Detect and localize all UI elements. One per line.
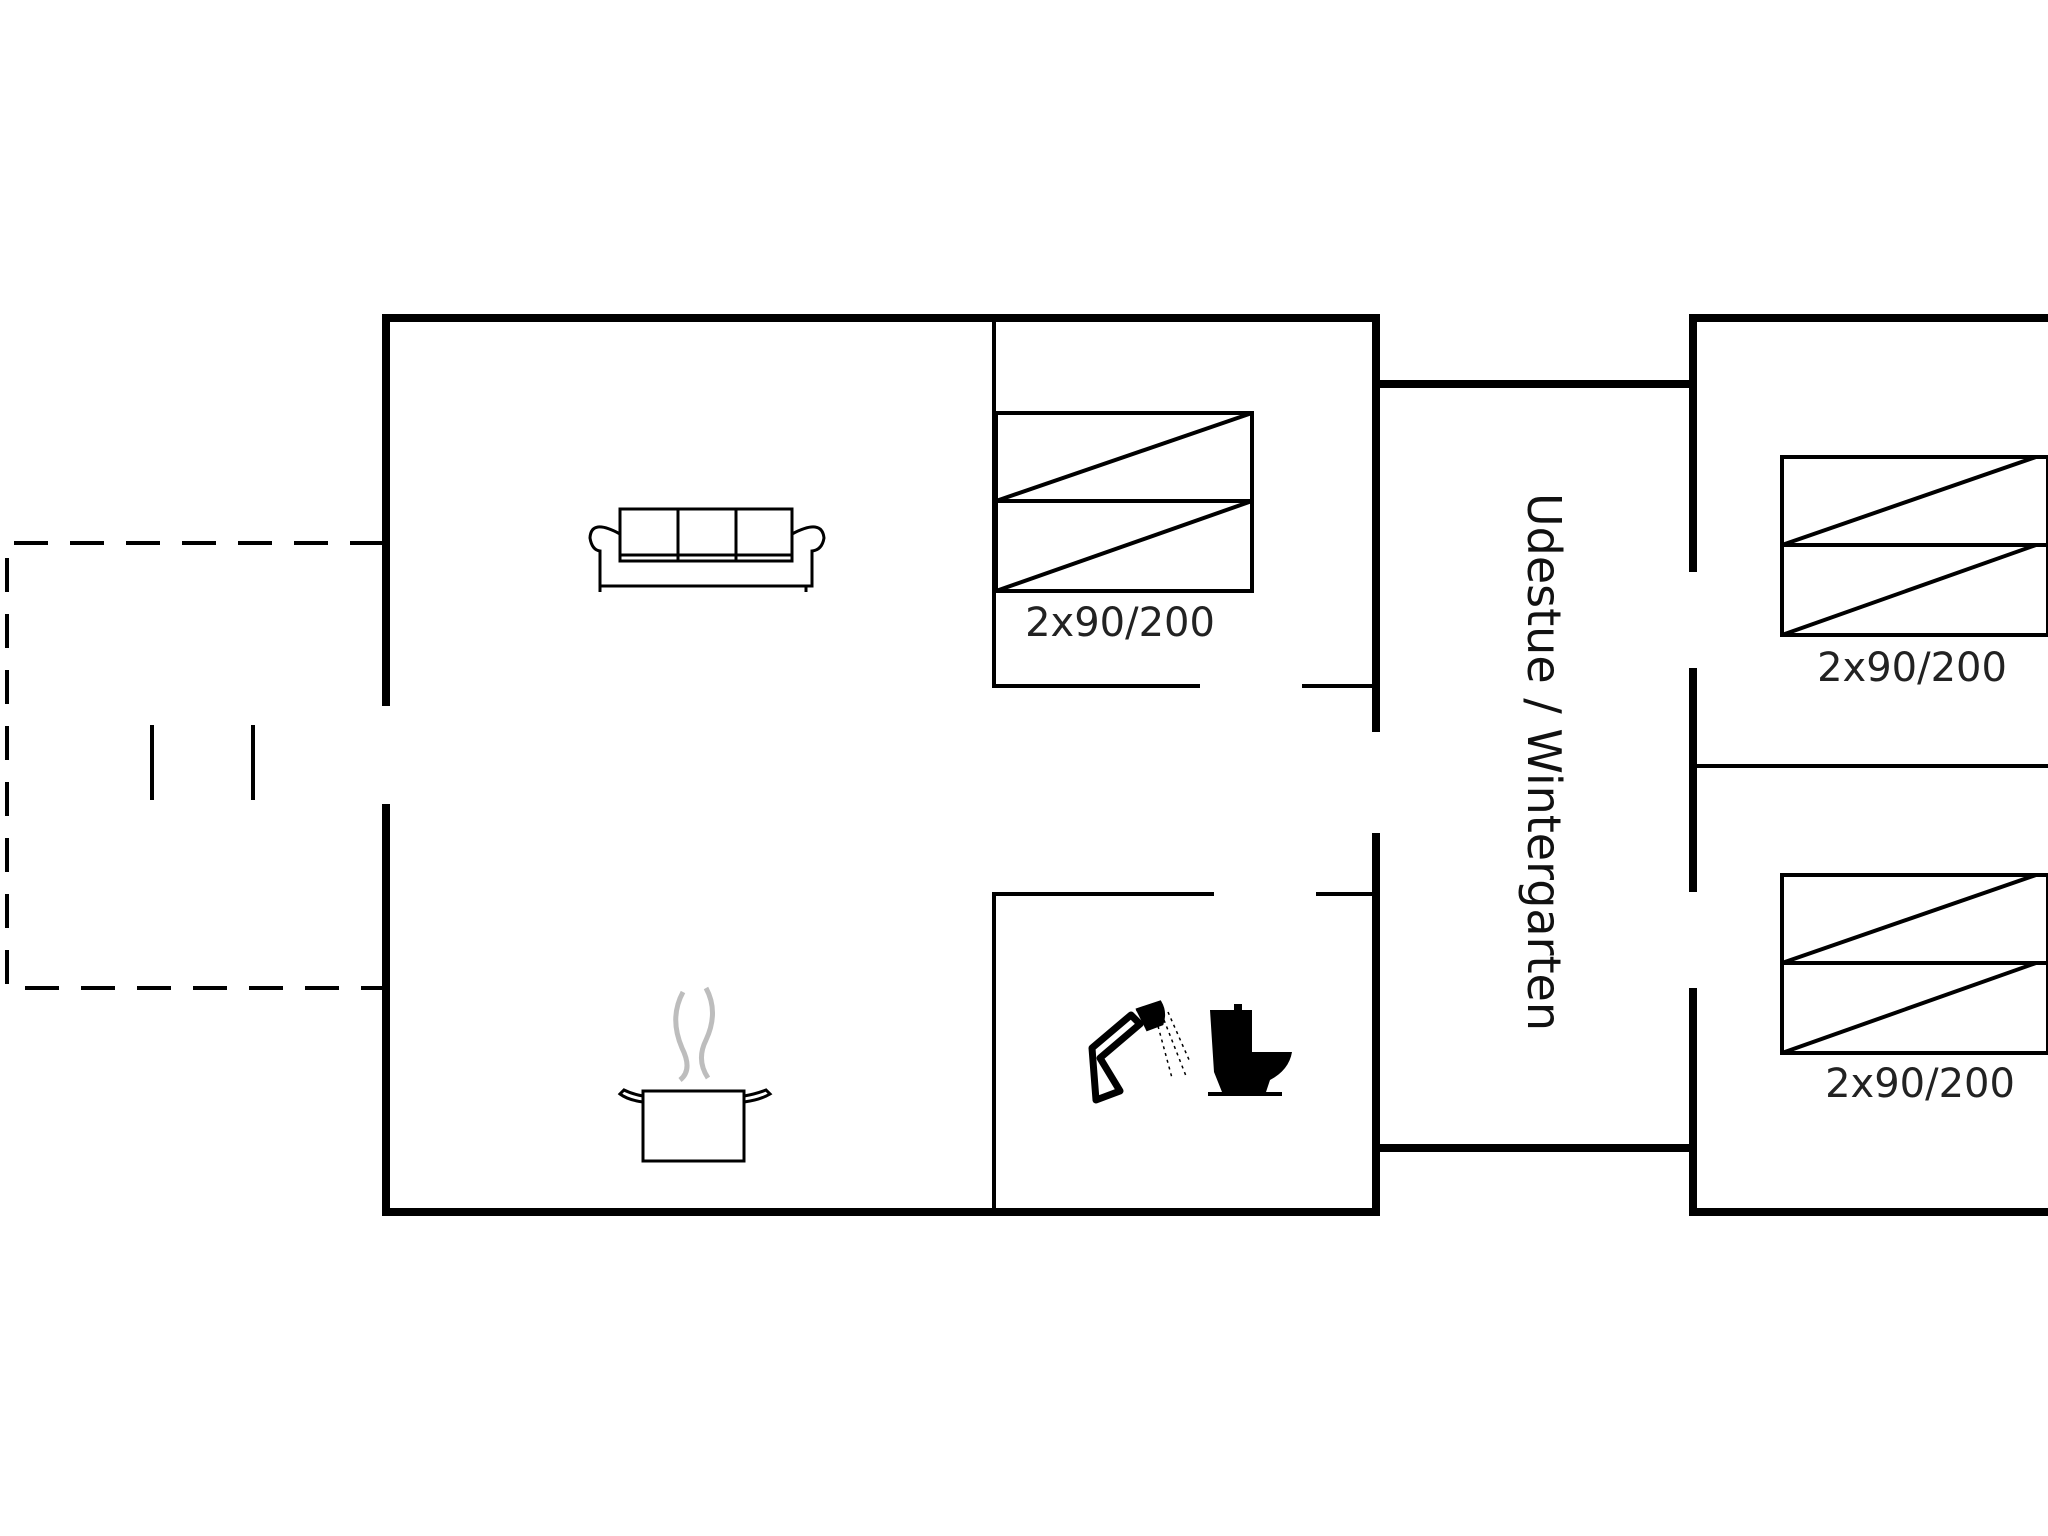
bed-room-1	[994, 411, 1254, 593]
main-building-walls	[382, 314, 2048, 1216]
bed-room-3	[1780, 873, 2048, 1055]
terrace	[5, 541, 384, 990]
bed-room-2	[1780, 455, 2048, 637]
sofa-icon	[588, 507, 826, 592]
shower-icon	[1088, 1000, 1191, 1104]
bed-size-label: 2x90/200	[1817, 645, 2007, 691]
sunroom-label: Udestue / Wintergarten	[1517, 493, 1571, 1031]
cooking-pot-icon	[617, 986, 773, 1163]
bed-size-label: 2x90/200	[1025, 600, 1215, 646]
toilet-icon	[1208, 1004, 1292, 1096]
bed-size-label: 2x90/200	[1825, 1061, 2015, 1107]
interior-walls	[992, 322, 2048, 1208]
